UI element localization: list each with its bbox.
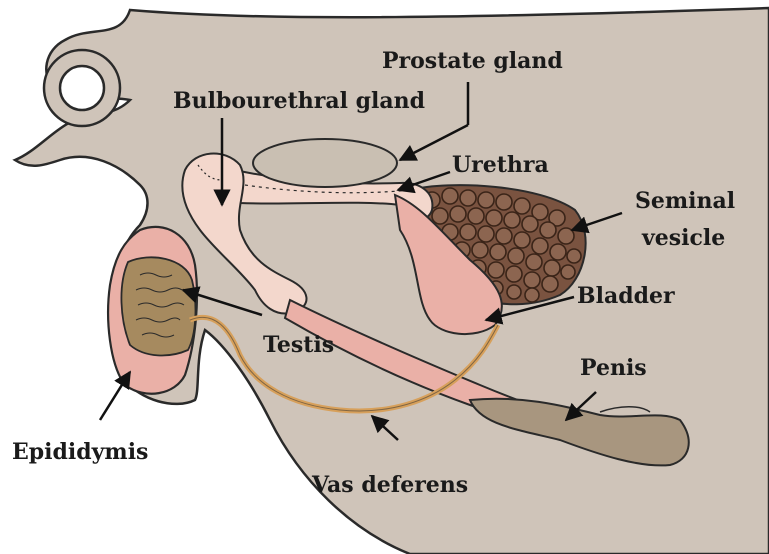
label-seminal-vesicle-line1: Seminal	[635, 188, 735, 214]
label-epididymis: Epididymis	[12, 439, 148, 465]
arrow-epididymis	[100, 372, 130, 420]
tail-loop	[44, 50, 120, 126]
label-urethra: Urethra	[452, 152, 549, 178]
prostate-gland	[253, 139, 397, 187]
label-seminal-vesicle-line2: vesicle	[641, 225, 725, 251]
label-bulbourethral-gland: Bulbourethral gland	[173, 88, 425, 114]
label-testis: Testis	[263, 332, 334, 358]
label-penis: Penis	[580, 355, 647, 381]
label-bladder: Bladder	[577, 283, 675, 309]
label-prostate-gland: Prostate gland	[382, 48, 563, 74]
label-vas-deferens: Vas deferens	[311, 472, 468, 498]
testis-epididymis	[108, 227, 197, 394]
